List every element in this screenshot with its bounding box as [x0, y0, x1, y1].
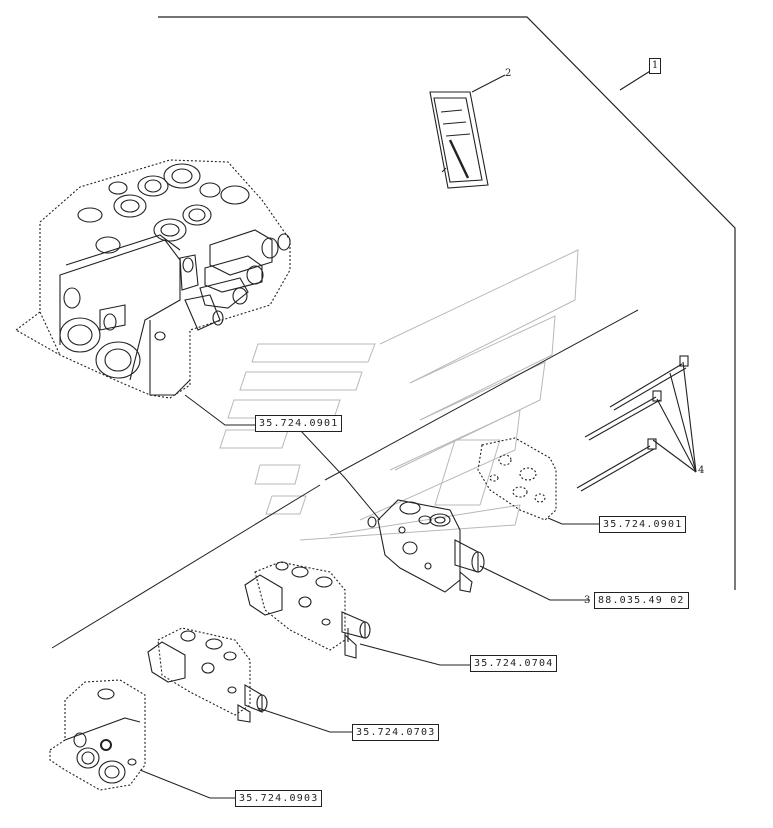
ref-valve-assembly[interactable]: 35.724.0901 [255, 415, 343, 432]
ref-plate[interactable]: 35.724.0901 [599, 516, 687, 533]
ref-section-0703[interactable]: 35.724.0703 [352, 724, 440, 741]
section-valve-0703 [147, 627, 352, 733]
manual-booklet [429, 74, 506, 189]
watermark-logo [219, 249, 579, 541]
assembly-leader-lines [51, 309, 639, 649]
mounting-plate [477, 437, 600, 525]
kit-number-box: 1 [649, 58, 661, 74]
ref-section-0704[interactable]: 35.724.0704 [470, 655, 558, 672]
rods-item-number: 4 [698, 465, 705, 476]
kit-bracket-lines [158, 16, 736, 590]
ref-inlet-0903[interactable]: 35.724.0903 [235, 790, 323, 807]
ref-section-valve[interactable]: 88.035.49 02 [594, 592, 689, 609]
section-valve-0704 [244, 561, 470, 666]
inlet-section [49, 679, 235, 799]
manual-item-number: 2 [505, 68, 512, 79]
valve-assembly [14, 159, 291, 399]
tie-rods [576, 355, 697, 492]
section-valve [367, 499, 590, 601]
section-valve-item-number: 3 [584, 595, 591, 606]
